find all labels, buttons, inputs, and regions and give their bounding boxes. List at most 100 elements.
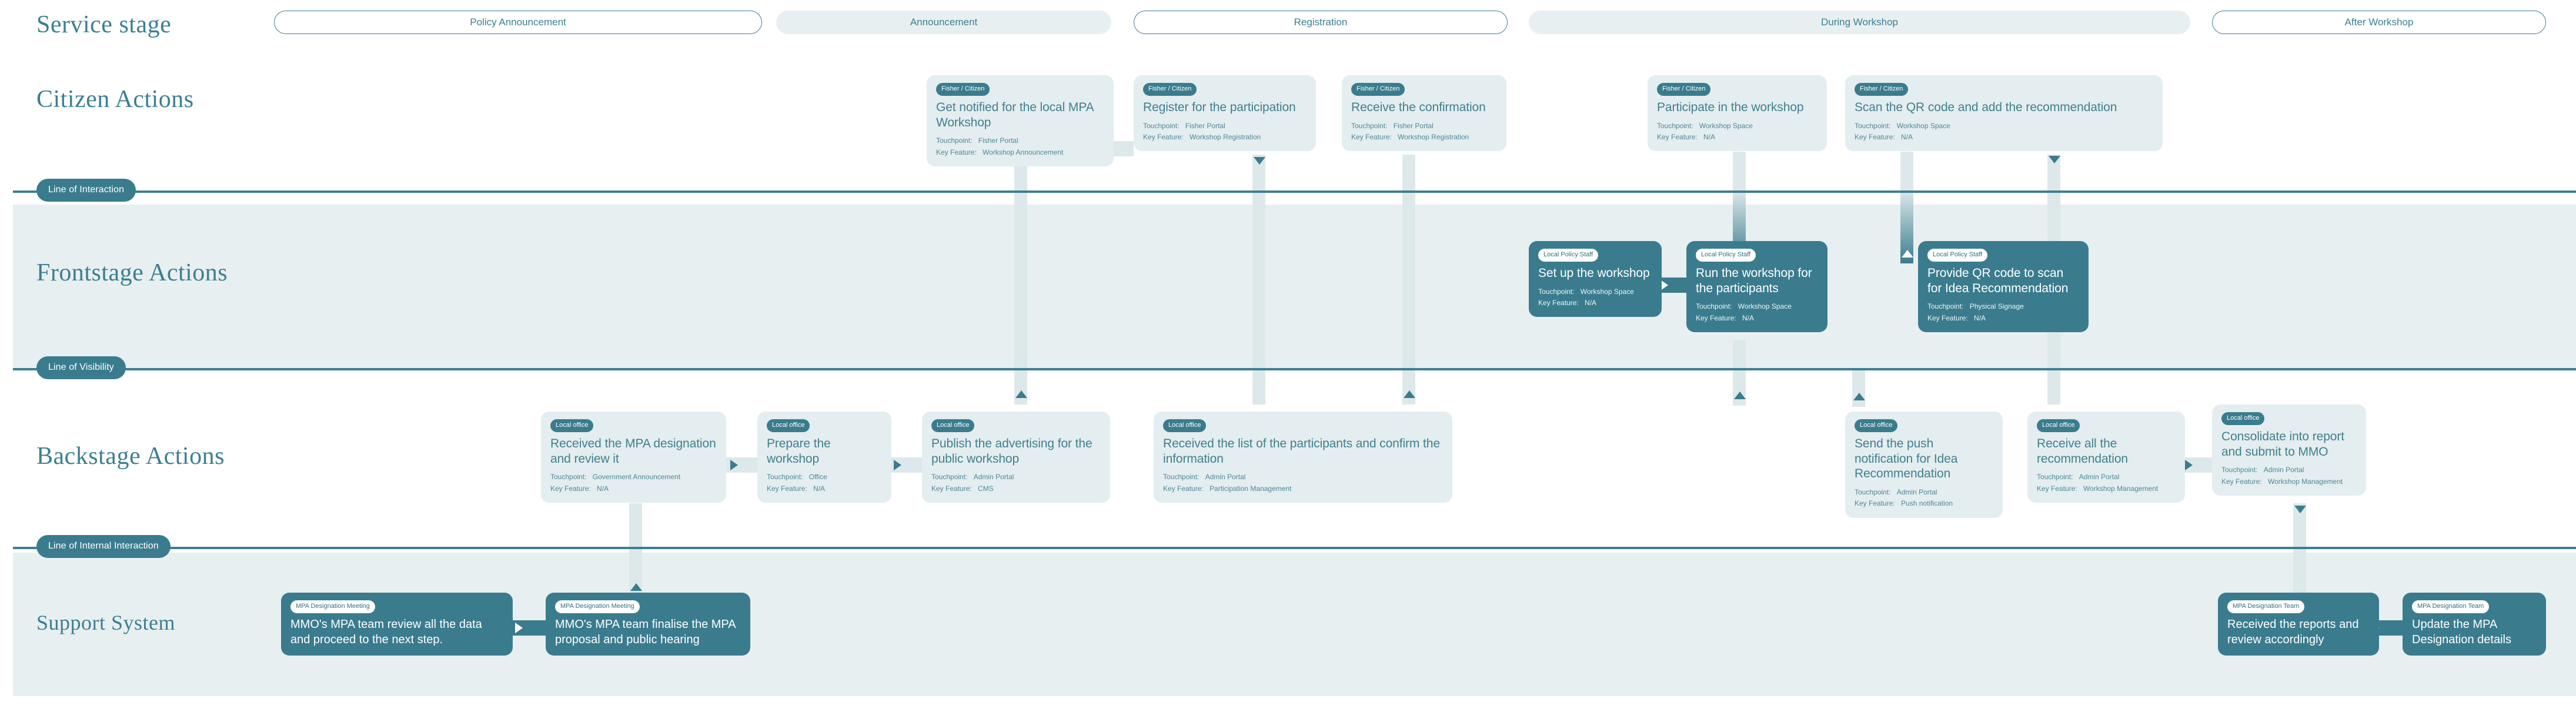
citizen-action-card[interactable]: Fisher / Citizen Receive the confirmatio…: [1342, 75, 1506, 152]
stage-chip-after-workshop[interactable]: After Workshop: [2212, 11, 2546, 34]
key-feature-value: N/A: [813, 484, 826, 493]
key-feature-value: Workshop Management: [2268, 477, 2343, 486]
stage-chip-during-workshop[interactable]: During Workshop: [1529, 11, 2190, 34]
card-meta: Touchpoint: Government Announcement Key …: [550, 472, 717, 494]
connector-vertical: [629, 503, 642, 595]
role-tag: Local Policy Staff: [1696, 249, 1756, 262]
role-tag: Local office: [2221, 412, 2265, 425]
card-title: Received the MPA designation and review …: [550, 437, 716, 466]
card-meta: Touchpoint: Admin Portal Key Feature: Pu…: [1855, 487, 1993, 510]
frontstage-action-card[interactable]: Local Policy Staff Provide QR code to sc…: [1918, 241, 2089, 333]
backstage-action-card[interactable]: Local office Prepare the workshop Touchp…: [757, 412, 891, 503]
arrow-right-icon: [894, 460, 901, 470]
card-title: Received the list of the participants an…: [1163, 437, 1440, 466]
key-feature-value: Participation Management: [1210, 484, 1292, 493]
backstage-action-card[interactable]: Local office Publish the advertising for…: [922, 412, 1110, 503]
citizen-action-card[interactable]: Fisher / Citizen Participate in the work…: [1648, 75, 1827, 152]
card-title: Set up the workshop: [1538, 266, 1650, 280]
touchpoint-row: Touchpoint: Government Announcement: [550, 472, 717, 483]
arrow-right-icon: [2185, 460, 2193, 470]
key-feature-row: Key Feature: CMS: [931, 483, 1101, 494]
role-tag: Fisher / Citizen: [1351, 83, 1405, 96]
backstage-action-card[interactable]: Local office Consolidate into report and…: [2212, 405, 2366, 496]
card-title: MMO's MPA team finalise the MPA proposal…: [555, 618, 736, 646]
touchpoint-row: Touchpoint: Workshop Space: [1538, 286, 1652, 297]
touchpoint-value: Government Announcement: [592, 473, 681, 482]
citizen-action-card[interactable]: Fisher / Citizen Register for the partic…: [1134, 75, 1316, 152]
arrow-right-icon: [1660, 280, 1668, 290]
stage-chip-policy-announcement[interactable]: Policy Announcement: [274, 11, 762, 34]
touchpoint-row: Touchpoint: Admin Portal: [931, 472, 1101, 483]
touchpoint-value: Admin Portal: [2079, 473, 2120, 482]
card-title: Participate in the workshop: [1657, 101, 1804, 114]
key-feature-value: N/A: [1585, 299, 1597, 307]
card-title: Run the workshop for the participants: [1696, 266, 1812, 295]
card-title: Prepare the workshop: [767, 437, 831, 466]
role-tag: Local office: [767, 419, 810, 432]
key-feature-label: Key Feature:: [1143, 133, 1184, 142]
role-tag: Local Policy Staff: [1538, 249, 1599, 262]
touchpoint-row: Touchpoint: Admin Portal: [2037, 472, 2176, 483]
key-feature-label: Key Feature:: [1657, 133, 1698, 142]
frontstage-action-card[interactable]: Local Policy Staff Run the workshop for …: [1686, 241, 1827, 333]
support-system-card[interactable]: MPA Designation Team Update the MPA Desi…: [2403, 593, 2546, 656]
key-feature-row: Key Feature: Workshop Announcement: [936, 147, 1104, 158]
connector-vertical: [1252, 155, 1265, 405]
touchpoint-label: Touchpoint:: [936, 136, 973, 145]
touchpoint-row: Touchpoint: Office: [767, 472, 882, 483]
key-feature-value: N/A: [1703, 133, 1716, 142]
stage-chip-label: After Workshop: [2344, 16, 2414, 28]
stage-chip-registration[interactable]: Registration: [1134, 11, 1508, 34]
key-feature-label: Key Feature:: [767, 484, 807, 493]
key-feature-label: Key Feature:: [2037, 484, 2077, 493]
backstage-action-card[interactable]: Local office Received the MPA designatio…: [541, 412, 726, 503]
key-feature-value: Workshop Management: [2083, 484, 2159, 493]
arrow-up-icon: [1853, 393, 1865, 400]
backstage-action-card[interactable]: Local office Send the push notification …: [1845, 412, 2003, 518]
card-meta: Touchpoint: Workshop Space Key Feature: …: [1657, 121, 1817, 143]
backstage-action-card[interactable]: Local office Received the list of the pa…: [1154, 412, 1452, 503]
touchpoint-label: Touchpoint:: [2221, 466, 2258, 474]
card-title: Send the push notification for Idea Reco…: [1855, 437, 1958, 481]
touchpoint-row: Touchpoint: Workshop Space: [1657, 121, 1817, 132]
role-tag: Local office: [1163, 419, 1207, 432]
key-feature-row: Key Feature: N/A: [1927, 313, 2079, 324]
key-feature-row: Key Feature: Workshop Management: [2037, 483, 2176, 494]
card-title: Update the MPA Designation details: [2412, 618, 2511, 646]
card-title: Receive the confirmation: [1351, 101, 1486, 114]
touchpoint-row: Touchpoint: Fisher Portal: [936, 135, 1104, 146]
touchpoint-value: Workshop Space: [1580, 287, 1634, 296]
touchpoint-label: Touchpoint:: [550, 473, 587, 482]
touchpoint-value: Workshop Space: [1896, 121, 1950, 130]
support-system-card[interactable]: MPA Designation Team Received the report…: [2218, 593, 2379, 656]
stage-chip-label: Registration: [1294, 16, 1348, 28]
citizen-action-card[interactable]: Fisher / Citizen Scan the QR code and ad…: [1845, 75, 2163, 152]
line-of-interaction-rule: [13, 190, 2576, 193]
support-system-card[interactable]: MPA Designation Meeting MMO's MPA team r…: [281, 593, 513, 656]
connector-vertical: [1014, 166, 1027, 405]
key-feature-label: Key Feature:: [1163, 484, 1204, 493]
key-feature-value: Workshop Registration: [1398, 133, 1469, 142]
stage-chip-announcement[interactable]: Announcement: [776, 11, 1111, 34]
line-of-visibility-badge: Line of Visibility: [36, 356, 126, 379]
card-title: Consolidate into report and submit to MM…: [2221, 430, 2344, 459]
key-feature-label: Key Feature:: [550, 484, 591, 493]
touchpoint-label: Touchpoint:: [2037, 473, 2073, 482]
role-tag: MPA Designation Meeting: [555, 600, 640, 613]
card-meta: Touchpoint: Admin Portal Key Feature: CM…: [931, 472, 1101, 494]
frontstage-action-card[interactable]: Local Policy Staff Set up the workshop T…: [1529, 241, 1662, 317]
role-tag: Local office: [550, 419, 594, 432]
touchpoint-value: Workshop Space: [1738, 302, 1792, 311]
backstage-action-card[interactable]: Local office Receive all the recommendat…: [2027, 412, 2185, 503]
touchpoint-row: Touchpoint: Workshop Space: [1855, 121, 2153, 132]
citizen-action-card[interactable]: Fisher / Citizen Get notified for the lo…: [927, 75, 1114, 167]
connector-horizontal: [507, 620, 550, 636]
touchpoint-value: Fisher Portal: [978, 136, 1018, 145]
row-title-frontstage-actions: Frontstage Actions: [36, 259, 228, 286]
role-tag: MPA Designation Team: [2412, 600, 2490, 613]
support-system-card[interactable]: MPA Designation Meeting MMO's MPA team f…: [546, 593, 750, 656]
touchpoint-value: Admin Portal: [973, 473, 1014, 482]
touchpoint-label: Touchpoint:: [931, 473, 968, 482]
connector-vertical: [1852, 370, 1865, 407]
